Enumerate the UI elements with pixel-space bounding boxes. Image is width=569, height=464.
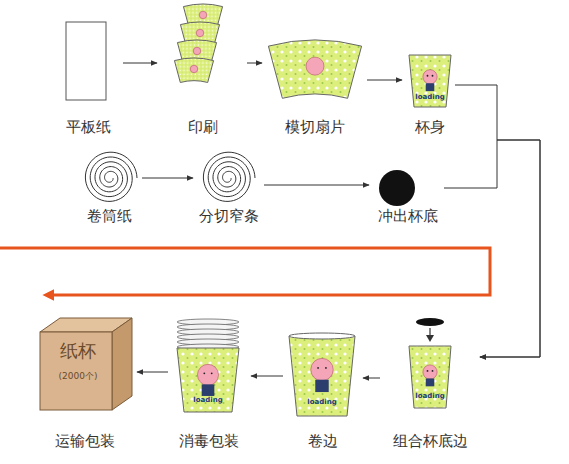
flow-arrow [137, 372, 168, 373]
process-step: 卷边 [285, 330, 360, 450]
cup-figure [289, 336, 355, 416]
process-step: 模切扇片 [265, 30, 365, 136]
return-arrow [0, 248, 490, 295]
flow-arrow [455, 85, 540, 357]
cup-print: loading [307, 398, 336, 406]
rolled-rim [289, 333, 355, 339]
cup-bottom-disc [379, 170, 415, 206]
process-step: 分切窄条 [196, 150, 262, 225]
flow-arrow [264, 185, 369, 186]
cup-figure [409, 346, 451, 408]
step-label: 分切窄条 [196, 207, 262, 225]
process-step: 冲出杯底 [372, 168, 444, 225]
flow-arrow [363, 378, 380, 379]
generated-figures [85, 4, 451, 416]
flow-arrow [367, 80, 402, 81]
process-step: 组合杯底边 [382, 308, 478, 450]
box-print: 纸杯 [40, 341, 116, 361]
fan-blank [268, 40, 361, 98]
step-label: 模切扇片 [265, 118, 365, 136]
cup-print: loading [193, 396, 222, 404]
step-label: 组合杯底边 [382, 432, 478, 450]
paper-roll [85, 152, 137, 201]
step-label: 杯身 [405, 118, 455, 136]
box-print: (2000个) [40, 371, 116, 382]
process-step: 平板纸 [55, 18, 121, 136]
step-label: 消毒包装 [170, 432, 248, 450]
step-label: 卷边 [285, 432, 360, 450]
process-step: 卷筒纸 [78, 150, 140, 225]
flow-arrow [142, 178, 193, 179]
cup-figure [409, 55, 451, 107]
process-step: 印刷 [160, 15, 245, 136]
step-label: 卷筒纸 [78, 207, 140, 225]
shipping-box [40, 318, 132, 410]
flow-arrow [251, 376, 283, 377]
paper-roll [203, 152, 255, 201]
step-label: 平板纸 [55, 118, 121, 136]
step-label: 印刷 [160, 118, 245, 136]
cup-bottom-disc [416, 318, 444, 326]
step-label: 运输包装 [36, 432, 134, 450]
drop-arrowhead [426, 335, 434, 342]
flow-arrow [444, 140, 540, 357]
cup-print: loading [415, 392, 444, 400]
process-step: 纸杯 (2000个) 运输包装 [36, 315, 134, 450]
fan-blank [174, 58, 213, 82]
flow-arrow [247, 63, 262, 64]
cup-figure [177, 348, 239, 412]
step-label: 冲出杯底 [372, 207, 444, 225]
cup-print: loading [415, 93, 444, 101]
process-step: 消毒包装 [170, 315, 248, 450]
flat-paper [66, 22, 106, 100]
flow-arrow [123, 63, 157, 64]
